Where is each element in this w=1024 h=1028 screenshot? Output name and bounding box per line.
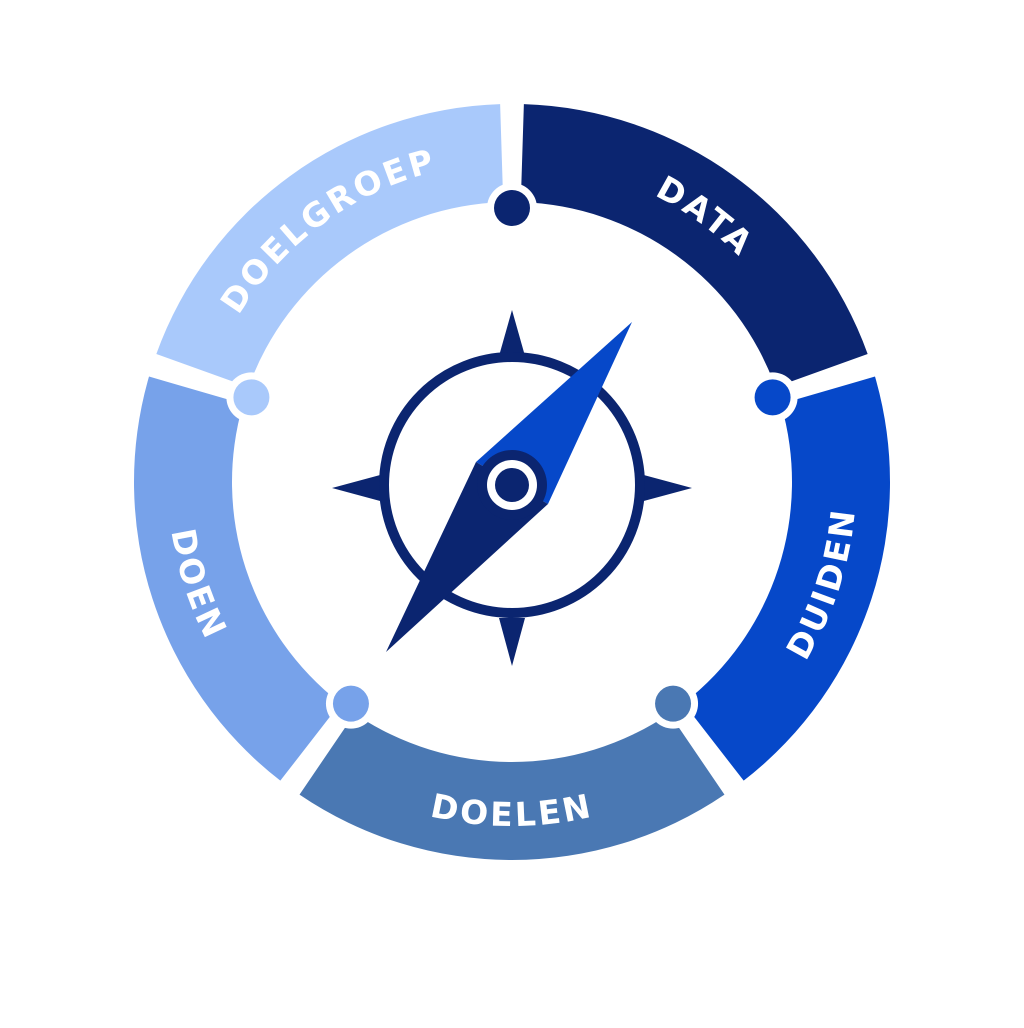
segment-doen [134, 376, 341, 781]
compass-hub-center [495, 468, 529, 502]
compass-south-spike [499, 618, 525, 666]
connector-dot-doelgroep [233, 379, 270, 416]
segment-duiden [683, 376, 890, 781]
compass-ring [379, 352, 645, 618]
compass-north-spike [499, 310, 525, 356]
segment-doelen [299, 713, 725, 861]
cycle-segments [134, 104, 890, 861]
compass-icon [332, 310, 692, 666]
connector-dot-doelen [655, 685, 692, 722]
segment-doelgroep [156, 104, 504, 388]
segment-data [520, 104, 868, 388]
connector-dot-doen [332, 685, 369, 722]
cycle-connectors [226, 183, 798, 729]
connector-dot-duiden [754, 379, 791, 416]
compass-east-spike [640, 474, 692, 502]
connector-dot-data [494, 190, 530, 226]
compass-west-spike [332, 474, 384, 502]
